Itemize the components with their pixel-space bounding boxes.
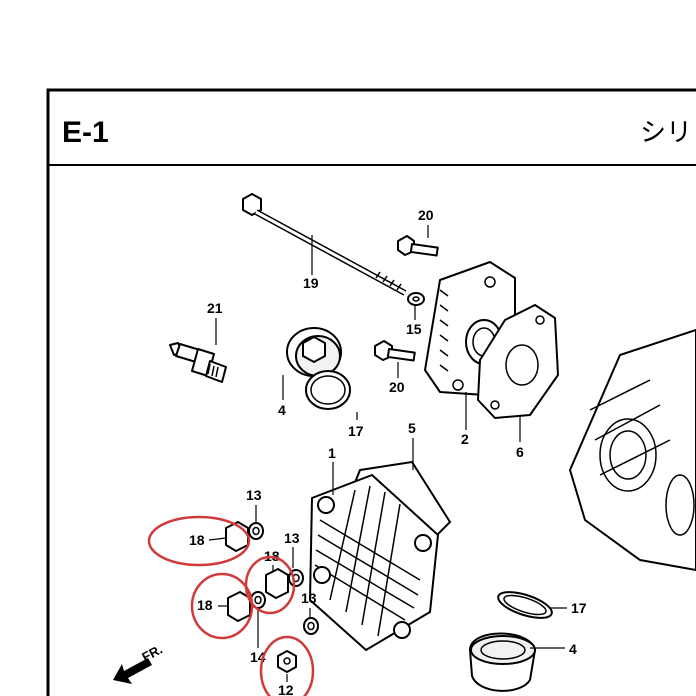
- callout-5: 5: [408, 420, 416, 436]
- part-6-gasket: [477, 304, 559, 419]
- part-20-bolt-lower: [374, 340, 416, 362]
- part-15-washer: [407, 292, 425, 306]
- callout-12: 12: [278, 682, 294, 696]
- leader-lines: [208, 225, 567, 682]
- callout-17-lower: 17: [571, 600, 587, 616]
- callout-6: 6: [516, 444, 524, 460]
- part-4-cap-lower: [469, 632, 536, 692]
- part-21-spark-plug: [169, 342, 227, 383]
- part-20-bolt-upper: [397, 235, 439, 257]
- callout-13-c: 13: [301, 590, 317, 606]
- front-direction-arrow-icon: FR.: [113, 642, 165, 684]
- part-18-nut-b: [265, 568, 289, 599]
- callout-2: 2: [461, 431, 469, 447]
- diagram-frame: [46, 88, 696, 696]
- callout-15: 15: [406, 321, 422, 337]
- part-1-head-cover: [309, 474, 439, 651]
- callout-21: 21: [207, 300, 223, 316]
- part-4-cap-upper: [286, 327, 342, 377]
- section-code: E-1: [62, 116, 109, 149]
- part-13-washer-c: [303, 617, 319, 635]
- part-13-washer-a: [248, 522, 264, 540]
- highlight-circle-18c: [190, 572, 254, 640]
- part-19-stud-bolt: [242, 193, 407, 296]
- cylinder-block: [569, 329, 696, 571]
- highlight-circle-18a: [147, 515, 251, 567]
- callout-4-upper: 4: [278, 402, 286, 418]
- section-title: シリ: [640, 118, 692, 148]
- highlight-circle-12: [259, 635, 315, 696]
- callout-13-a: 13: [246, 487, 262, 503]
- callout-19: 19: [303, 275, 319, 291]
- part-12-nut: [277, 650, 297, 673]
- callout-20-lower: 20: [389, 379, 405, 395]
- callout-1: 1: [328, 445, 336, 461]
- callout-4-lower: 4: [569, 641, 577, 657]
- callout-18-a: 18: [189, 532, 205, 548]
- callout-17-upper: 17: [348, 423, 364, 439]
- callout-20-upper: 20: [418, 207, 434, 223]
- part-17-oring-lower: [497, 591, 553, 619]
- callout-13-b: 13: [284, 530, 300, 546]
- callout-18-c: 18: [197, 597, 213, 613]
- part-17-oring-upper: [305, 370, 351, 410]
